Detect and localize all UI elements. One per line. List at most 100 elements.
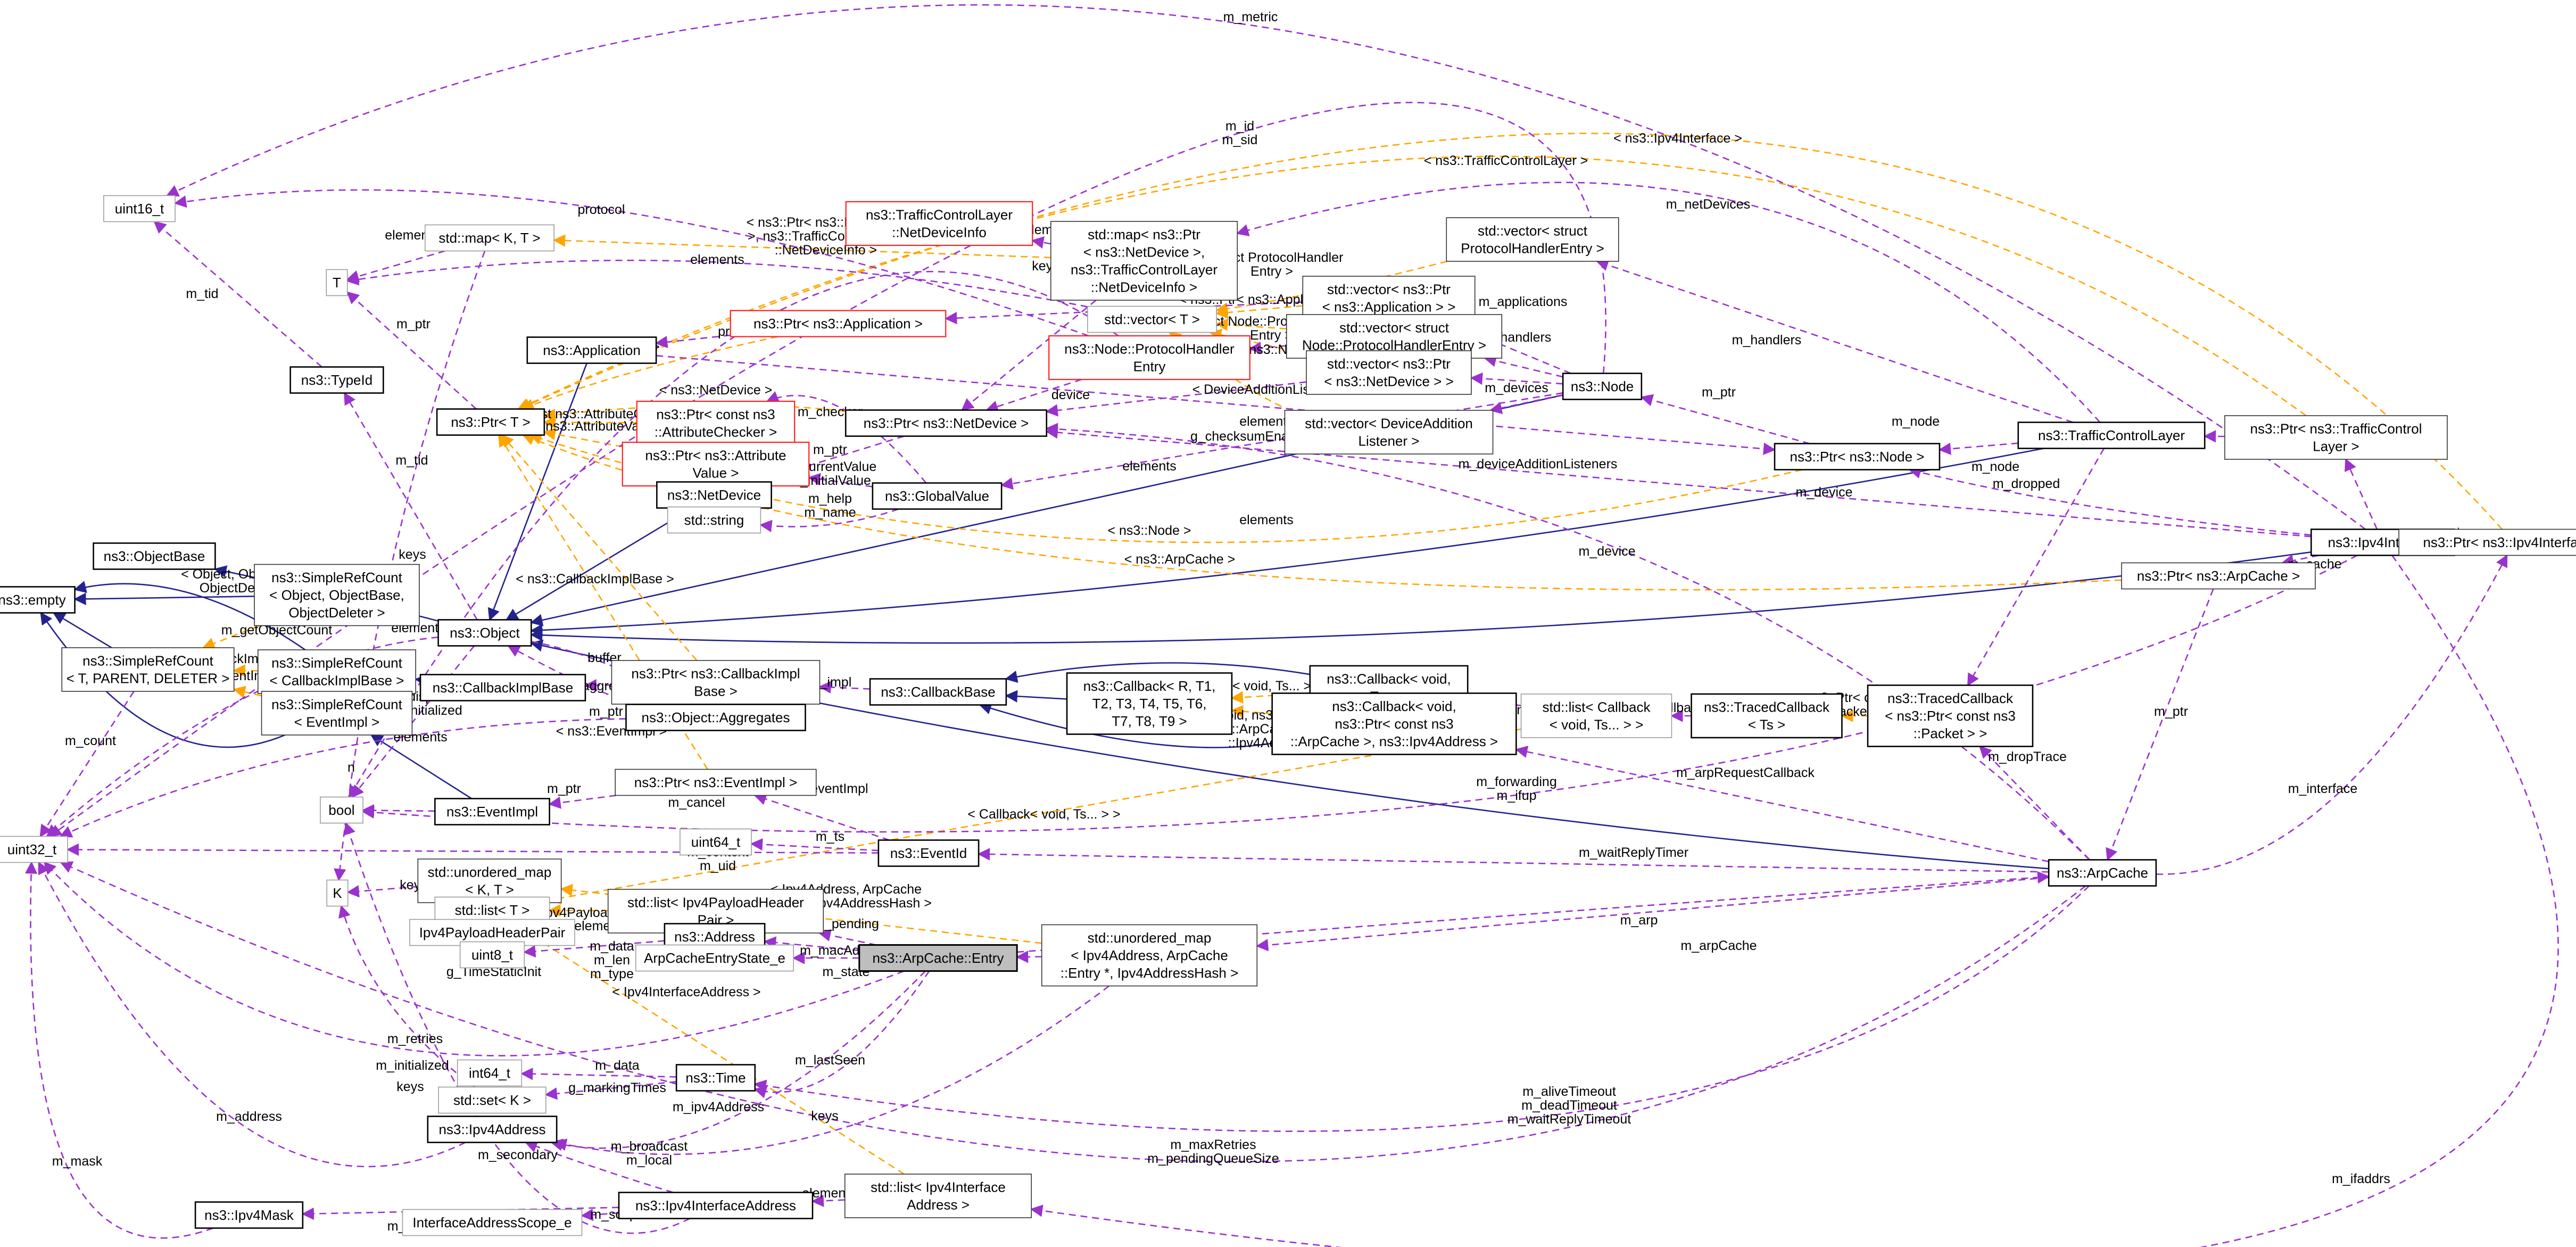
class-node-box[interactable] <box>438 1086 546 1114</box>
class-node-uint64[interactable]: uint64_t <box>680 828 752 856</box>
class-node-vecT[interactable]: std::vector< T > <box>1087 305 1217 333</box>
class-node-box[interactable] <box>1048 335 1250 381</box>
class-node-aggr[interactable]: ns3::Object::Aggregates <box>625 704 806 731</box>
class-node-src_ei[interactable]: ns3::SimpleRefCount< EventImpl > <box>261 691 413 736</box>
class-node-box[interactable] <box>1302 276 1476 320</box>
class-node-tclndi[interactable]: ns3::TrafficControlLayer::NetDeviceInfo <box>845 201 1033 246</box>
class-node-box[interactable] <box>1774 443 1941 470</box>
class-node-box[interactable] <box>326 879 349 907</box>
class-node-tcbts[interactable]: ns3::TracedCallback< Ts > <box>1691 693 1843 739</box>
class-node-box[interactable] <box>1306 350 1472 395</box>
class-node-scope[interactable]: InterfaceAddressScope_e <box>402 1209 583 1236</box>
class-node-src_tpd[interactable]: ns3::SimpleRefCount< T, PARENT, DELETER … <box>61 647 235 692</box>
class-node-tcl[interactable]: ns3::TrafficControlLayer <box>2017 422 2206 449</box>
class-node-box[interactable] <box>872 482 1003 510</box>
class-node-box[interactable] <box>436 408 545 436</box>
class-node-nd[interactable]: ns3::NetDevice <box>656 481 772 509</box>
class-node-ptrapp[interactable]: ns3::Ptr< ns3::Application > <box>730 310 947 337</box>
class-node-box[interactable] <box>437 619 532 647</box>
class-node-box[interactable] <box>1520 693 1672 738</box>
class-node-cbbase[interactable]: ns3::CallbackBase <box>869 678 1007 706</box>
class-node-box[interactable] <box>2121 562 2316 590</box>
class-node-ifaddr[interactable]: ns3::Ipv4InterfaceAddress <box>618 1192 814 1219</box>
class-node-src_obj[interactable]: ns3::SimpleRefCount< Object, ObjectBase,… <box>254 564 420 626</box>
class-node-box[interactable] <box>656 481 772 509</box>
class-node-box[interactable] <box>622 441 810 487</box>
class-node-node[interactable]: ns3::Node <box>1562 373 1643 400</box>
class-node-box[interactable] <box>611 660 821 705</box>
class-node-ptrchecker[interactable]: ns3::Ptr< const ns3::AttributeChecker > <box>636 400 796 446</box>
class-node-box[interactable] <box>61 647 235 692</box>
class-node-box[interactable] <box>425 224 554 252</box>
class-node-box[interactable] <box>320 796 363 824</box>
class-node-state[interactable]: ArpCacheEntryState_e <box>635 944 794 972</box>
class-node-plpair[interactable]: Ipv4PayloadHeaderPair <box>409 919 575 946</box>
class-node-box[interactable] <box>1050 221 1238 301</box>
class-node-cib[interactable]: ns3::CallbackImplBase <box>419 674 586 701</box>
class-node-vecptrnd[interactable]: std::vector< ns3::Ptr< ns3::NetDevice > … <box>1306 350 1472 395</box>
class-node-cbR[interactable]: ns3::Callback< R, T1,T2, T3, T4, T5, T6,… <box>1066 672 1233 735</box>
class-node-box[interactable] <box>0 586 76 614</box>
class-node-string[interactable]: std::string <box>667 506 761 534</box>
class-node-app[interactable]: ns3::Application <box>526 336 657 364</box>
class-node-box[interactable] <box>409 919 575 946</box>
class-node-box[interactable] <box>869 678 1007 706</box>
class-node-typeid[interactable]: ns3::TypeId <box>289 366 384 394</box>
class-node-eventimpl[interactable]: ns3::EventImpl <box>434 798 550 825</box>
class-node-listcb[interactable]: std::list< Callback< void, Ts... > > <box>1520 693 1672 738</box>
class-node-box[interactable] <box>1271 692 1517 755</box>
class-node-gv[interactable]: ns3::GlobalValue <box>872 482 1003 510</box>
class-node-box[interactable] <box>675 1064 756 1092</box>
class-node-box[interactable] <box>877 839 980 867</box>
class-node-box[interactable] <box>1446 217 1619 262</box>
class-node-box[interactable] <box>636 400 796 446</box>
class-node-box[interactable] <box>845 201 1033 246</box>
class-node-mask[interactable]: ns3::Ipv4Mask <box>194 1201 304 1229</box>
class-node-box[interactable] <box>0 836 68 863</box>
class-node-box[interactable] <box>254 564 420 626</box>
class-node-box[interactable] <box>402 1209 583 1236</box>
class-node-box[interactable] <box>417 858 562 903</box>
class-node-box[interactable] <box>680 828 752 856</box>
class-node-ptrnd[interactable]: ns3::Ptr< ns3::NetDevice > <box>844 409 1048 437</box>
class-node-ipv4addr[interactable]: ns3::Ipv4Address <box>427 1116 558 1143</box>
class-node-uint32[interactable]: uint32_t <box>0 836 68 863</box>
class-node-ptrei[interactable]: ns3::Ptr< ns3::EventImpl > <box>615 769 817 796</box>
class-node-box[interactable] <box>427 1116 558 1143</box>
class-node-vecapp[interactable]: std::vector< ns3::Ptr< ns3::Application … <box>1302 276 1476 320</box>
class-node-umKT[interactable]: std::unordered_map< K, T > <box>417 858 562 903</box>
class-node-arpcache[interactable]: ns3::ArpCache <box>2048 859 2157 887</box>
class-node-box[interactable] <box>1284 410 1494 455</box>
class-node-box[interactable] <box>326 269 348 296</box>
class-node-box[interactable] <box>618 1192 814 1219</box>
class-node-uint8[interactable]: uint8_t <box>459 941 525 969</box>
class-node-box[interactable] <box>844 1174 1032 1218</box>
class-node-box[interactable] <box>2017 422 2206 449</box>
class-node-entry[interactable]: ns3::ArpCache::Entry <box>858 944 1018 972</box>
class-node-box[interactable] <box>667 506 761 534</box>
class-node-box[interactable] <box>858 944 1018 972</box>
class-node-listT[interactable]: std::list< T > <box>434 896 550 924</box>
class-node-mapKT[interactable]: std::map< K, T > <box>425 224 554 252</box>
class-node-box[interactable] <box>844 409 1048 437</box>
class-node-box[interactable] <box>1867 684 2034 747</box>
class-node-objbase[interactable]: ns3::ObjectBase <box>93 542 216 570</box>
class-node-box[interactable] <box>2048 859 2157 887</box>
class-node-box[interactable] <box>635 944 794 972</box>
class-node-box[interactable] <box>526 336 657 364</box>
class-node-umarp[interactable]: std::unordered_map< Ipv4Address, ArpCach… <box>1041 924 1258 987</box>
class-node-T[interactable]: T <box>326 269 348 296</box>
class-node-box[interactable] <box>625 704 806 731</box>
class-node-box[interactable] <box>1066 672 1233 735</box>
class-node-box[interactable] <box>2224 415 2448 460</box>
class-node-empty[interactable]: ns3::empty <box>0 586 76 614</box>
class-node-object[interactable]: ns3::Object <box>437 619 532 647</box>
class-node-bool[interactable]: bool <box>320 796 363 824</box>
